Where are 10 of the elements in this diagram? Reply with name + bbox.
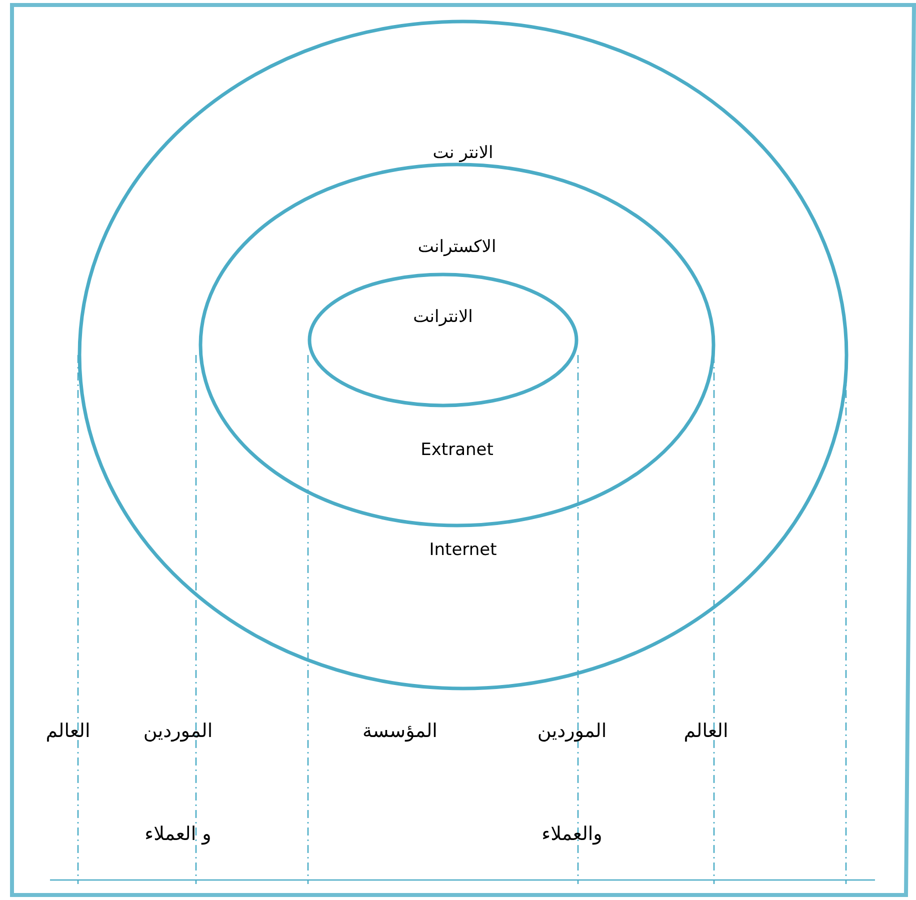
ring-label: الانتر نت bbox=[432, 143, 494, 163]
ring-label: الانترانت bbox=[413, 307, 473, 327]
region-label: الموردين و العملاء bbox=[142, 719, 214, 847]
region-label: العالم bbox=[682, 719, 730, 744]
ring-label: Internet bbox=[429, 540, 497, 560]
region-label: المؤسسة bbox=[362, 719, 438, 744]
region-label: الموردين والعملاء bbox=[536, 719, 608, 847]
ring-label: Extranet bbox=[420, 440, 494, 460]
region-label: العالم bbox=[44, 719, 92, 744]
ring-label: الاكسترانت bbox=[418, 237, 496, 257]
